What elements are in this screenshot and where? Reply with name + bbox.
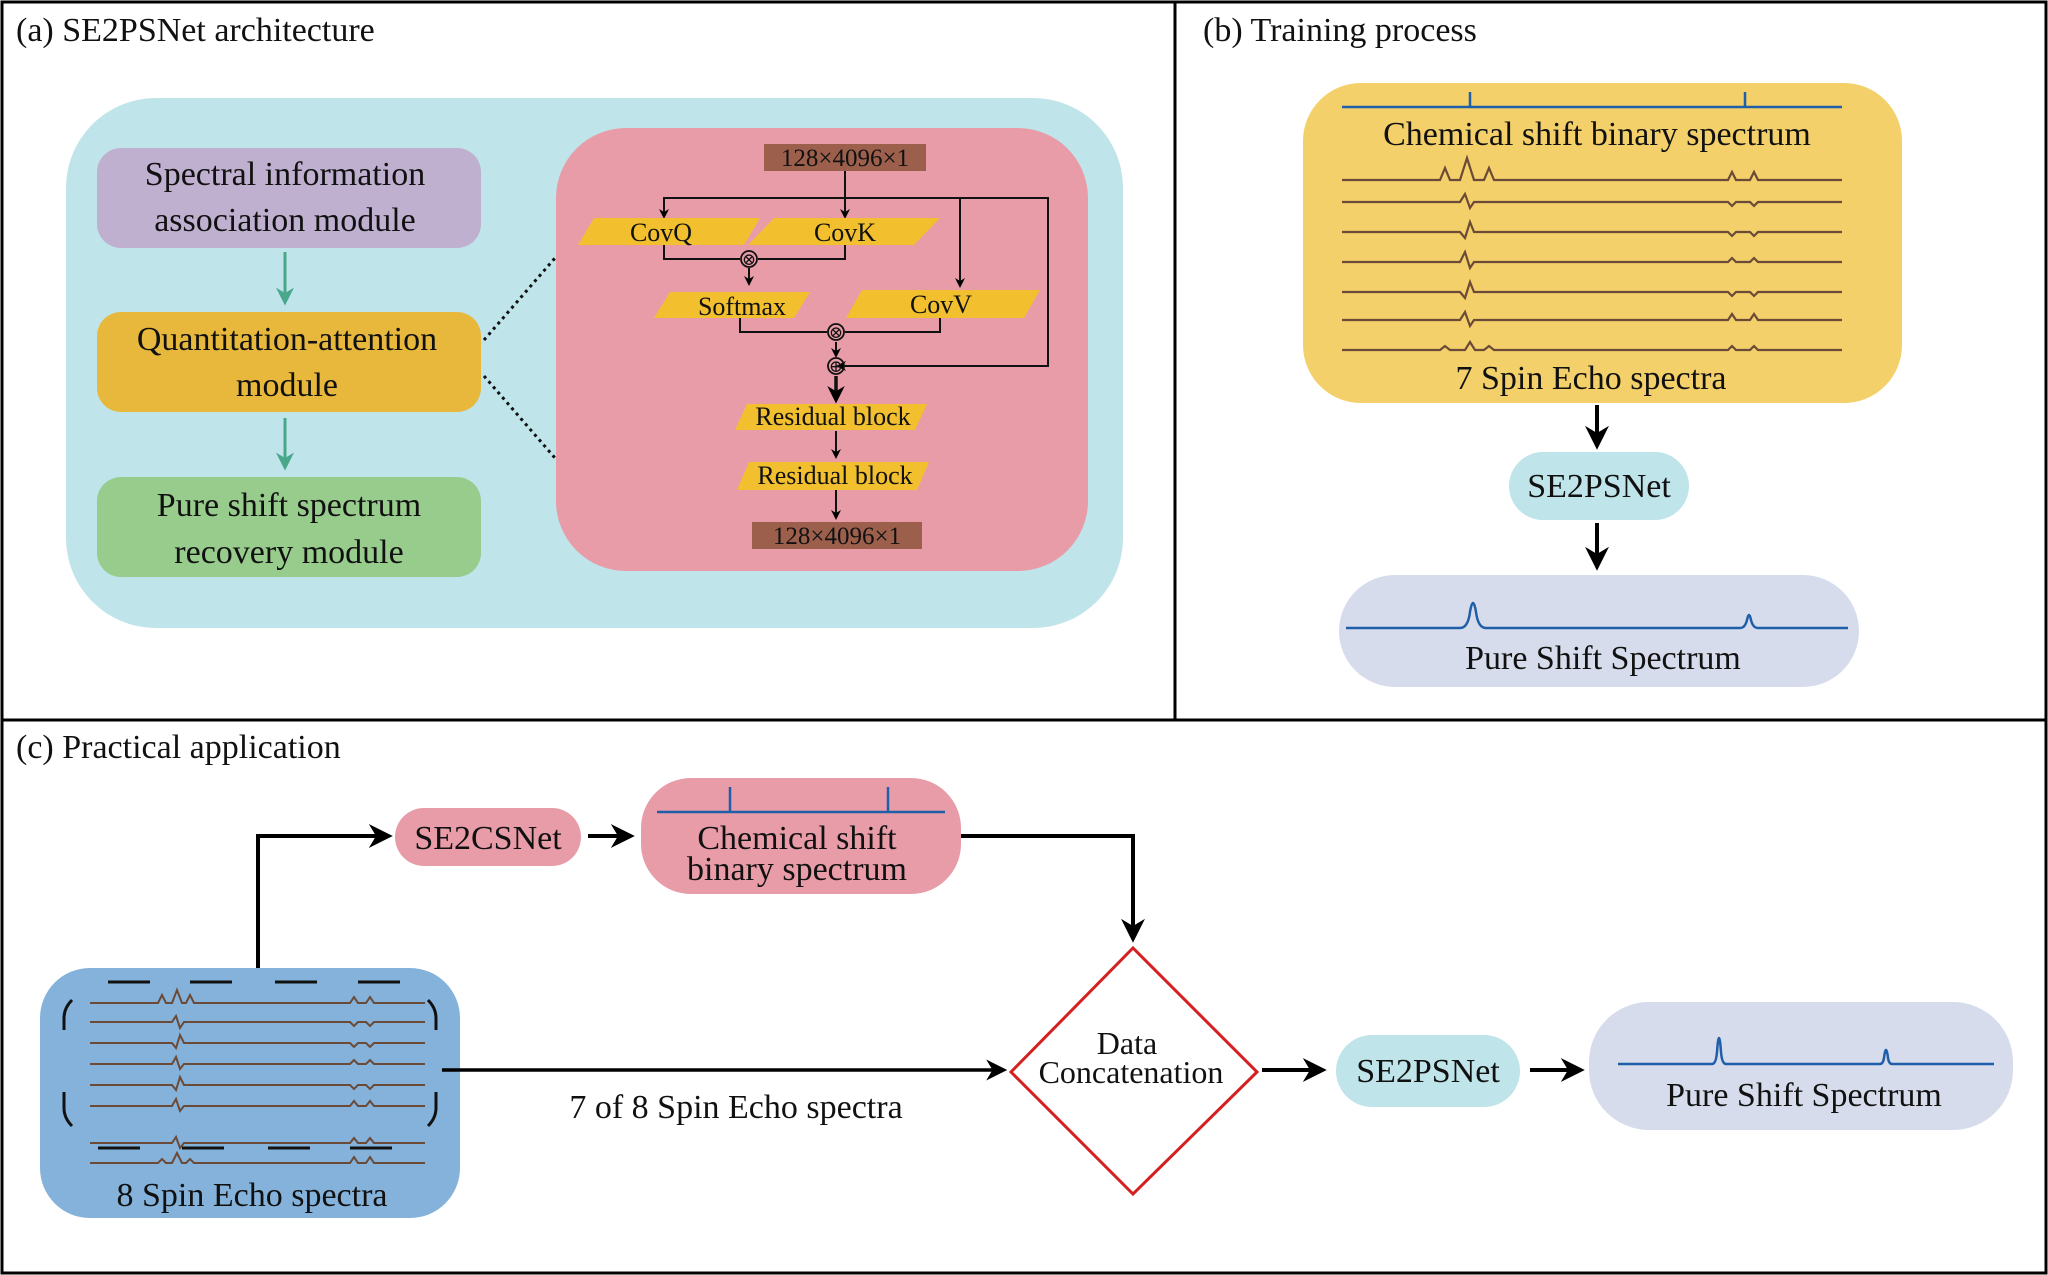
application-output-box [1589, 1002, 2013, 1130]
attention-detail: 128×4096×1 CovQ CovK [556, 128, 1088, 571]
multiply-symbol-2: ⊗ [829, 323, 843, 342]
panel-a: (a) SE2PSNet architecture Spectral infor… [16, 12, 1123, 628]
training-pure-shift-plot [1346, 601, 1848, 630]
input-echo-spectra [90, 987, 425, 1164]
concat-label-line-2: Concatenation [1039, 1054, 1224, 1090]
training-output-box [1339, 575, 1859, 687]
input-spectra-label: 8 Spin Echo spectra [117, 1177, 388, 1214]
binary-label-c-line-1: Chemical shift [697, 820, 897, 857]
covk-block [748, 218, 940, 245]
input-dashes [98, 980, 400, 1150]
panel-b-title: (b) Training process [1203, 12, 1477, 49]
attention-connectors [659, 171, 1049, 520]
training-echo-spectra [1342, 154, 1842, 352]
binary-spectrum-plot-c [657, 787, 945, 814]
residual-block-1-label: Residual block [755, 402, 910, 431]
input-size-label: 128×4096×1 [781, 145, 909, 172]
concat-label-line-1: Data [1097, 1025, 1157, 1061]
arrow-to-se2csnet [256, 824, 393, 968]
multiply-symbol-1: ⊗ [742, 250, 756, 269]
covk-label: CovK [814, 218, 876, 247]
multiply-node-1 [740, 250, 758, 268]
quantitation-attention-module: Quantitation-attention module [97, 312, 481, 412]
recovery-module-line-2: recovery module [174, 534, 403, 571]
binary-label-c-line-2: binary spectrum [687, 851, 907, 888]
output-size-label: 128×4096×1 [773, 523, 901, 550]
residual-block-2-label: Residual block [757, 461, 912, 490]
binary-spectrum-box-c [641, 778, 961, 894]
application-net-node [1336, 1035, 1520, 1107]
training-output-label: Pure Shift Spectrum [1465, 640, 1741, 677]
training-net-label: SE2PSNet [1527, 468, 1671, 505]
spectral-module-line-1: Spectral information [145, 156, 425, 193]
softmax-block [654, 292, 810, 318]
input-size-block [764, 144, 926, 171]
binary-spectrum-plot [1342, 92, 1842, 109]
input-spectra-box [40, 968, 460, 1218]
application-pure-shift-plot [1618, 1036, 1994, 1066]
recovery-module: Pure shift spectrum recovery module [97, 477, 481, 577]
panel-c: (c) Practical application [16, 729, 2013, 1218]
training-echo-label: 7 Spin Echo spectra [1456, 360, 1727, 397]
se2csnet-node [395, 808, 581, 866]
residual-block-2 [737, 462, 929, 490]
application-output-label: Pure Shift Spectrum [1666, 1077, 1942, 1114]
residual-block-1 [735, 404, 927, 430]
panel-a-title: (a) SE2PSNet architecture [16, 12, 375, 49]
selection-label: 7 of 8 Spin Echo spectra [569, 1089, 902, 1126]
covv-label: CovV [910, 290, 972, 319]
training-input-box [1303, 83, 1902, 403]
concatenation-diamond [1008, 945, 1260, 1197]
recovery-module-line-1: Pure shift spectrum [157, 487, 421, 524]
se2csnet-label: SE2CSNet [414, 820, 562, 857]
panel-b: (b) Training process Chemical shift bina… [1203, 12, 1902, 687]
output-size-block [752, 522, 922, 549]
quantitation-module-line-2: module [236, 367, 338, 404]
training-net-node [1509, 452, 1689, 520]
covv-block [846, 290, 1040, 318]
input-brackets [62, 998, 438, 1128]
application-net-label: SE2PSNet [1356, 1053, 1500, 1090]
add-symbol: ⊕ [829, 357, 843, 376]
arrow-binary-to-concat [961, 834, 1145, 943]
quantitation-module-line-1: Quantitation-attention [137, 321, 437, 358]
add-node [827, 357, 845, 375]
multiply-node-2 [827, 323, 845, 341]
covq-block [578, 218, 760, 245]
attention-background [556, 128, 1088, 571]
covq-label: CovQ [630, 218, 692, 247]
spectral-module-line-2: association module [154, 202, 416, 239]
panel-c-title: (c) Practical application [16, 729, 341, 766]
softmax-label: Softmax [698, 292, 786, 321]
spectral-information-module: Spectral information association module [97, 148, 481, 248]
training-binary-label: Chemical shift binary spectrum [1383, 116, 1811, 153]
